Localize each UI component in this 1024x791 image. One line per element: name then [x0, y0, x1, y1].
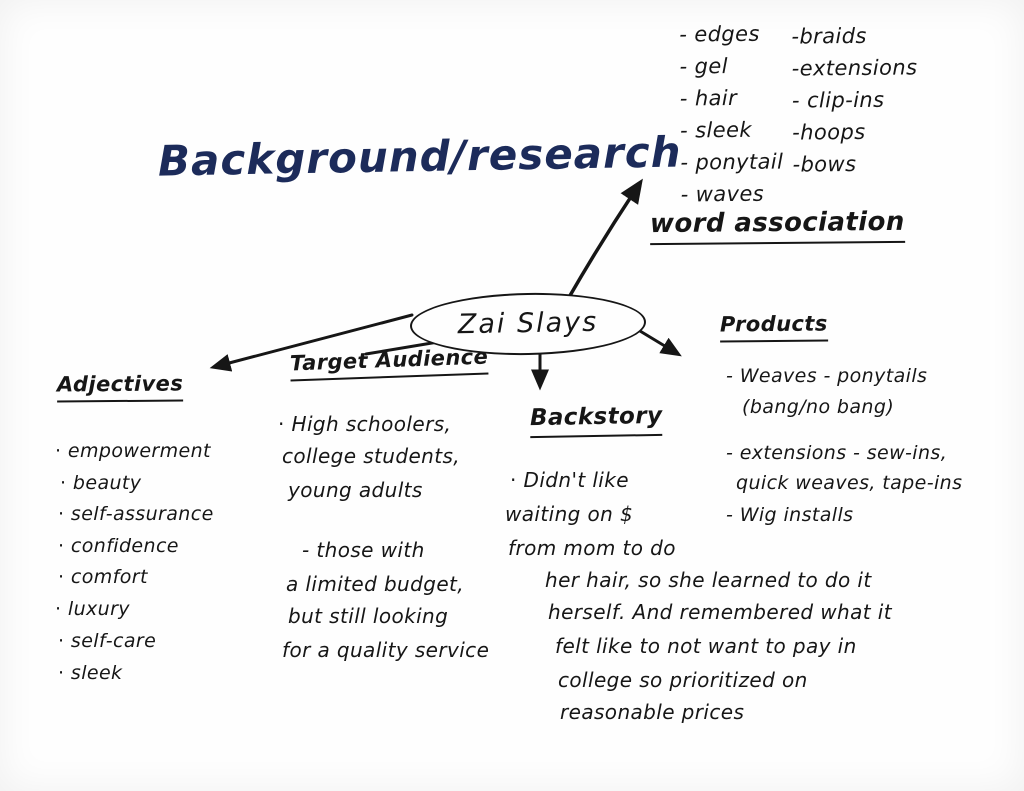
backstory-line: from mom to do: [508, 536, 676, 560]
backstory-line: reasonable prices: [560, 700, 745, 724]
adjective-item: comfort: [58, 566, 148, 589]
adjectives-heading: Adjectives: [56, 371, 184, 403]
backstory-line: waiting on $: [505, 502, 634, 526]
page-title: Background/research: [157, 127, 682, 186]
target-audience-line: young adults: [288, 478, 423, 502]
word-association-item: -braids: [791, 23, 867, 49]
products-line: - extensions - sew-ins,: [726, 442, 948, 464]
word-association-item: - hair: [679, 85, 738, 111]
adjective-item: sleek: [58, 662, 122, 685]
word-association-item: - clip-ins: [791, 87, 885, 113]
backstory-line: herself. And remembered what it: [548, 600, 892, 624]
adjective-item: confidence: [58, 535, 179, 558]
target-audience-line: High schoolers,: [278, 412, 451, 436]
word-association-item: -extensions: [791, 55, 918, 81]
target-audience-heading: Target Audience: [289, 344, 489, 382]
target-audience-line: but still looking: [288, 604, 449, 628]
target-audience-line: a limited budget,: [286, 572, 465, 596]
adjective-item: self-assurance: [58, 503, 214, 526]
word-association-heading: word association: [649, 206, 905, 246]
word-association-item: - ponytail: [680, 149, 784, 175]
center-node-label: Zai Slays: [457, 306, 599, 341]
products-line: - Wig installs: [726, 504, 854, 526]
word-association-item: - edges: [679, 21, 760, 47]
backstory-line: felt like to not want to pay in: [555, 634, 857, 658]
backstory-line: college so prioritized on: [558, 668, 808, 692]
products-line: quick weaves, tape-ins: [736, 472, 963, 494]
word-association-item: -bows: [792, 151, 857, 177]
target-audience-line: for a quality service: [282, 638, 490, 662]
target-audience-line: - those with: [302, 538, 425, 562]
adjective-item: beauty: [60, 472, 141, 495]
adjective-item: self-care: [58, 630, 156, 653]
products-line: (bang/no bang): [742, 396, 895, 418]
adjective-item: luxury: [55, 598, 130, 621]
products-line: - Weaves - ponytails: [726, 365, 928, 387]
word-association-item: -hoops: [792, 119, 866, 145]
backstory-line: Didn't like: [510, 468, 629, 492]
backstory-heading: Backstory: [529, 402, 663, 438]
arrow-to-products: [638, 329, 682, 357]
word-association-left-column: - edges - gel - hair - sleek - ponytail …: [679, 22, 784, 215]
word-association-item: - gel: [679, 54, 728, 79]
arrow-to-word-association: [566, 178, 643, 301]
backstory-line: her hair, so she learned to do it: [545, 568, 872, 592]
adjective-item: empowerment: [55, 440, 211, 463]
word-association-item: - sleek: [680, 117, 753, 143]
target-audience-line: college students,: [282, 444, 461, 468]
word-association-right-column: -braids -extensions - clip-ins -hoops -b…: [791, 23, 918, 184]
products-heading: Products: [719, 311, 828, 343]
